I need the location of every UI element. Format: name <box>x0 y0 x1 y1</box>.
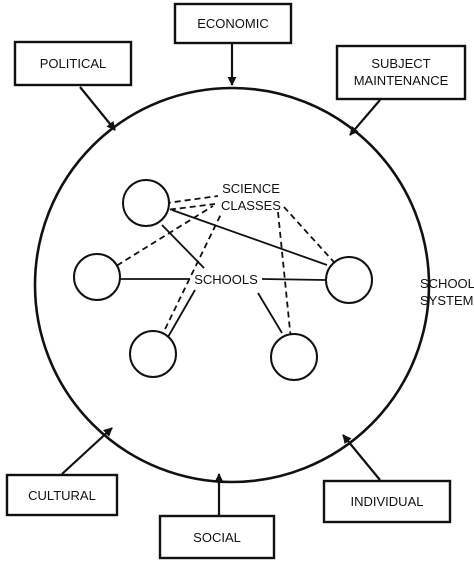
school-link-line <box>257 292 283 334</box>
school-node <box>73 253 121 301</box>
individual-label: INDIVIDUAL <box>351 494 424 509</box>
school-system-label: SCHOOL <box>420 276 474 291</box>
science-classes-label: CLASSES <box>221 198 281 213</box>
school-link-line <box>171 209 328 266</box>
individual-arrow <box>342 434 381 481</box>
school-node <box>270 333 318 381</box>
school-link-line <box>161 224 205 269</box>
science-classes-label: SCIENCE <box>222 181 280 196</box>
individual-box: INDIVIDUAL <box>322 479 452 524</box>
political-box: POLITICAL <box>13 40 133 87</box>
school-system-circle <box>33 86 431 484</box>
cultural-arrow <box>61 427 113 475</box>
school-system-label: SYSTEM <box>420 293 473 308</box>
economic-label: ECONOMIC <box>197 16 269 31</box>
subject-maintenance-label: MAINTENANCE <box>354 73 449 88</box>
political-arrow <box>79 86 116 131</box>
science-class-link <box>99 205 214 277</box>
school-node <box>122 179 170 227</box>
political-label: POLITICAL <box>40 56 106 71</box>
school-node <box>129 330 177 378</box>
social-label: SOCIAL <box>193 530 241 545</box>
subject-maintenance-label: SUBJECT <box>371 56 430 71</box>
school-link-line <box>167 289 196 338</box>
economic-box: ECONOMIC <box>173 2 293 45</box>
subject-maintenance-arrow <box>349 99 381 136</box>
social-box: SOCIAL <box>158 514 276 560</box>
cultural-label: CULTURAL <box>28 488 96 503</box>
school-link-line <box>261 278 326 281</box>
science-class-link <box>151 211 223 357</box>
school-node <box>325 256 373 304</box>
schools-label: SCHOOLS <box>194 272 258 287</box>
subject-maintenance-box: SUBJECT MAINTENANCE <box>335 44 467 101</box>
cultural-box: CULTURAL <box>5 473 119 517</box>
